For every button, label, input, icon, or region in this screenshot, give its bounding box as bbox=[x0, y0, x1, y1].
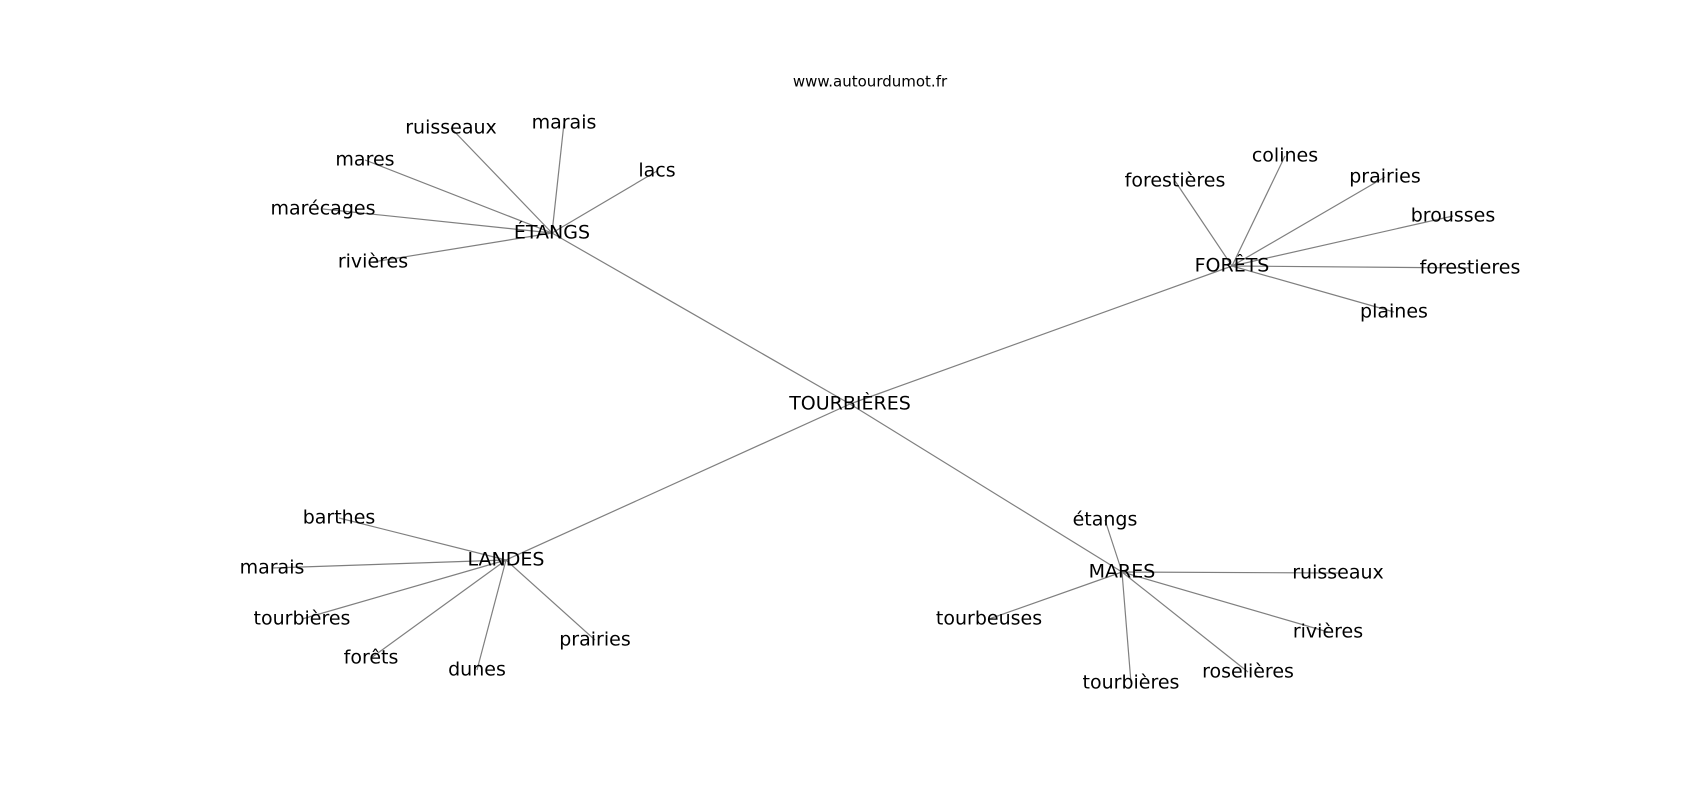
edge-landes-dunes bbox=[476, 559, 507, 671]
edge-center-mares bbox=[849, 403, 1123, 573]
leaf-node-landes-marais: marais bbox=[240, 557, 305, 579]
edge-forets-prairies bbox=[1231, 176, 1386, 267]
leaf-node-mares-rivieres: rivières bbox=[1293, 621, 1363, 643]
edge-landes-marais bbox=[271, 559, 507, 569]
leaf-node-etangs-rivieres: rivières bbox=[338, 251, 408, 273]
edge-mares-ruisseaux bbox=[1121, 571, 1339, 574]
leaf-node-etangs-marecages: marécages bbox=[271, 198, 376, 220]
edge-mares-tourbieres bbox=[1121, 571, 1132, 684]
graph-nodes: TOURBIÈRES ÉTANGS ruisseaux marais lacs mares… bbox=[240, 112, 1521, 694]
hub-node-forets: FORÊTS bbox=[1195, 254, 1270, 277]
leaf-node-etangs-ruisseaux: ruisseaux bbox=[405, 117, 497, 139]
edge-forets-brousses bbox=[1231, 215, 1454, 267]
leaf-node-landes-dunes: dunes bbox=[448, 659, 506, 681]
hub-node-mares: MARES bbox=[1089, 561, 1156, 583]
leaf-node-landes-forets: forêts bbox=[344, 647, 399, 669]
leaf-node-mares-tourbeuses: tourbeuses bbox=[936, 608, 1042, 630]
leaf-node-forets-prairies: prairies bbox=[1349, 166, 1420, 188]
leaf-node-mares-roselieres: roselières bbox=[1202, 661, 1294, 683]
edge-landes-forets bbox=[370, 559, 507, 659]
edge-center-forets bbox=[849, 265, 1233, 405]
leaf-node-forets-forestieres-accent: forestières bbox=[1125, 170, 1226, 192]
edge-center-landes bbox=[505, 403, 851, 561]
edge-etangs-rivieres bbox=[372, 232, 553, 263]
leaf-node-mares-etangs: étangs bbox=[1073, 509, 1138, 531]
leaf-node-forets-colines: colines bbox=[1252, 145, 1318, 167]
edge-forets-forestieres bbox=[1231, 265, 1471, 269]
edge-forets-colines bbox=[1231, 155, 1286, 267]
source-url: www.autourdumot.fr bbox=[793, 73, 948, 91]
leaf-node-forets-forestieres: forestieres bbox=[1420, 257, 1521, 279]
edge-mares-etangs bbox=[1104, 519, 1123, 573]
edge-etangs-mares bbox=[364, 159, 553, 234]
hub-node-landes: LANDES bbox=[468, 549, 545, 571]
edge-forets-forestieres-accent bbox=[1174, 180, 1233, 267]
leaf-node-forets-brousses: brousses bbox=[1411, 205, 1496, 227]
edge-etangs-marais bbox=[551, 122, 565, 234]
hub-node-etangs: ÉTANGS bbox=[514, 221, 590, 244]
leaf-node-mares-tourbieres: tourbières bbox=[1083, 672, 1180, 694]
leaf-node-etangs-mares: mares bbox=[335, 149, 394, 171]
leaf-node-forets-plaines: plaines bbox=[1360, 301, 1428, 323]
edge-landes-prairies bbox=[505, 559, 596, 641]
edge-mares-tourbeuses bbox=[988, 571, 1123, 620]
edge-etangs-lacs bbox=[551, 170, 658, 234]
graph-edges bbox=[271, 122, 1471, 684]
edge-forets-plaines bbox=[1231, 265, 1395, 313]
edge-mares-rivieres bbox=[1121, 571, 1329, 633]
leaf-node-landes-barthes: barthes bbox=[303, 507, 376, 529]
leaf-node-landes-prairies: prairies bbox=[559, 629, 630, 651]
edge-landes-barthes bbox=[338, 517, 507, 561]
leaf-node-landes-tourbieres: tourbières bbox=[254, 608, 351, 630]
edge-mares-roselieres bbox=[1121, 571, 1249, 673]
leaf-node-etangs-lacs: lacs bbox=[638, 160, 675, 182]
edge-center-etangs bbox=[551, 232, 851, 405]
edge-etangs-marecages bbox=[322, 208, 553, 234]
leaf-node-mares-ruisseaux: ruisseaux bbox=[1292, 562, 1384, 584]
edge-etangs-ruisseaux bbox=[450, 127, 553, 234]
edge-landes-tourbieres bbox=[301, 559, 507, 620]
center-node-tourbieres: TOURBIÈRES bbox=[788, 392, 911, 415]
leaf-node-etangs-marais: marais bbox=[532, 112, 597, 134]
